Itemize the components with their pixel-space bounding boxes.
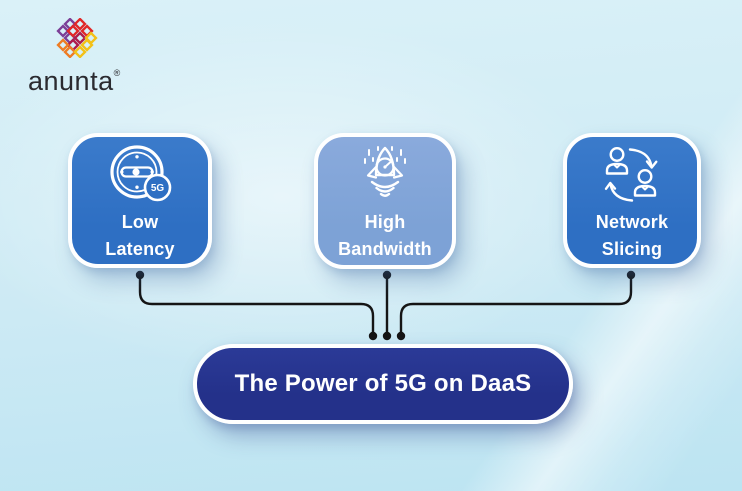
node-label-line: Low [121,212,159,232]
center-node-power-of-5g: The Power of 5G on DaaS [193,344,573,424]
node-network-slicing: Network Slicing [563,133,701,268]
node-label-line: High [364,212,406,232]
center-node-label: The Power of 5G on DaaS [234,370,532,397]
node-label-high-bandwidth: High Bandwidth [338,209,432,263]
speedometer-5g-icon: 5G [110,145,172,202]
badge-5g-label: 5G [151,183,165,194]
anunta-knot-icon [56,18,98,58]
connector-right [399,273,633,335]
connector-left [138,273,375,335]
logo-wordmark-text: anunta [28,66,114,96]
node-label-network-slicing: Network Slicing [596,209,668,263]
logo-wordmark: anunta® [28,58,121,96]
people-cycle-icon [604,146,658,202]
connector-dot [135,270,145,280]
anunta-logo: anunta® [28,18,121,96]
node-label-low-latency: Low Latency [105,209,174,263]
rocket-gauge-icon [364,146,406,197]
connector-dot [396,331,406,341]
node-label-line: Network [595,212,669,232]
node-low-latency: 5G Low Latency [68,133,212,268]
connector-dot [382,331,392,341]
registered-mark: ® [113,68,121,78]
connector-dot [382,270,392,280]
node-label-line: Slicing [601,239,663,259]
node-high-bandwidth: High Bandwidth [314,133,456,269]
connector-dot [368,331,378,341]
connector-dot [626,270,636,280]
node-label-line: Bandwidth [338,239,432,259]
node-label-line: Latency [105,239,175,259]
